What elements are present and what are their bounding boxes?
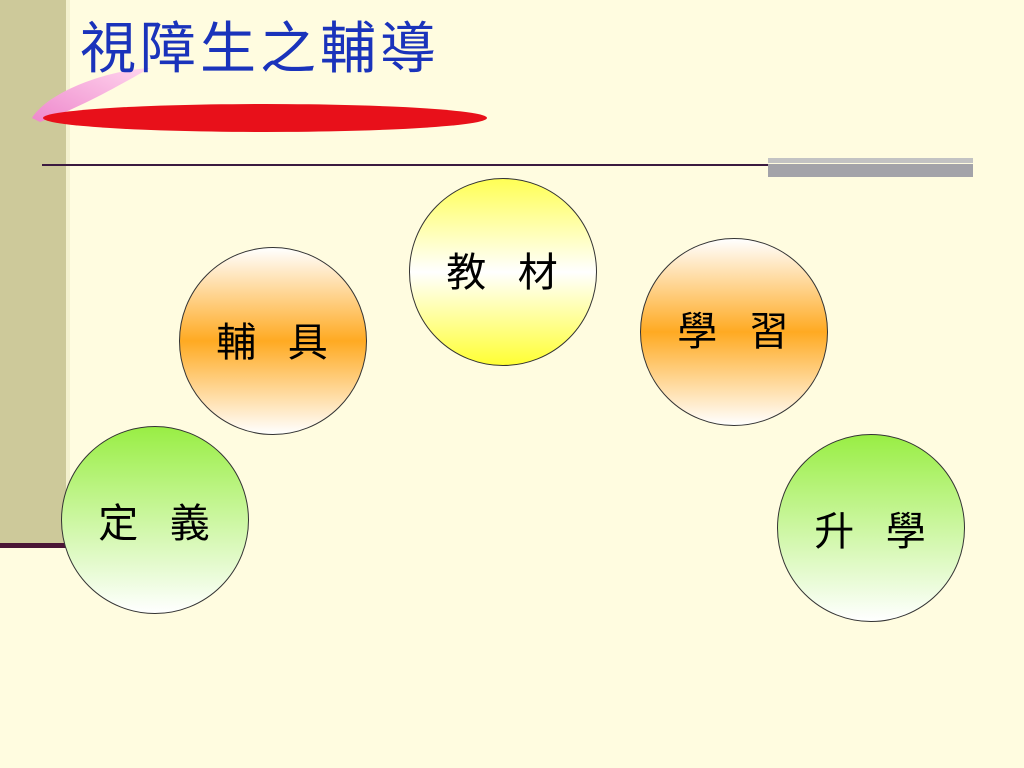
node-label-shengxue: 升 學 — [814, 509, 928, 555]
left-accent-line — [0, 543, 72, 548]
node-circle-dingyi[interactable]: 定 義 — [61, 426, 249, 614]
node-circle-jiaocai[interactable]: 教 材 — [409, 178, 597, 366]
node-label-fuju: 輔 具 — [216, 320, 330, 366]
node-label-dingyi: 定 義 — [98, 501, 212, 547]
left-band-edge — [66, 0, 70, 545]
title-swoosh-graphic — [32, 68, 487, 132]
left-decorative-band — [0, 0, 66, 545]
divider-accent-dark — [768, 164, 973, 177]
title-divider-line — [42, 164, 802, 166]
node-label-xuexi: 學 習 — [677, 309, 791, 355]
node-label-jiaocai: 教 材 — [446, 250, 560, 296]
node-circle-shengxue[interactable]: 升 學 — [777, 434, 965, 622]
node-circle-fuju[interactable]: 輔 具 — [179, 247, 367, 435]
divider-accent-light — [768, 158, 973, 163]
node-circle-xuexi[interactable]: 學 習 — [640, 238, 828, 426]
slide-title: 視障生之輔導 — [80, 17, 440, 82]
